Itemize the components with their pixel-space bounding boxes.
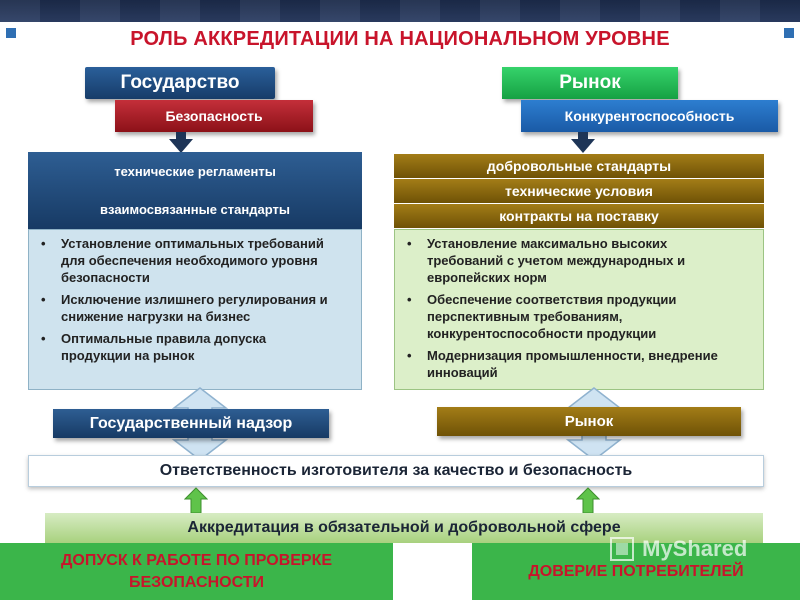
state-header: Государство (85, 67, 275, 99)
list-item: Установление максимально высоких требова… (395, 235, 763, 286)
left-bullet-panel: Установление оптимальных требований для … (28, 229, 362, 390)
right-bullet-panel: Установление максимально высоких требова… (394, 229, 764, 390)
standards-line: взаимосвязанные стандарты (100, 202, 290, 217)
watermark-text: MyShared (642, 536, 748, 562)
right-up-arrow-icon (576, 487, 600, 514)
supply-contracts-bar: контракты на поставку (394, 204, 764, 228)
left-up-arrow-icon (184, 487, 208, 514)
consumer-trust-box: ДОВЕРИЕ ПОТРЕБИТЕЛЕЙ (472, 543, 800, 600)
watermark: MyShared (608, 535, 778, 575)
regulations-box: технические регламенты взаимосвязанные с… (28, 152, 362, 229)
right-arrow-stem (578, 132, 588, 140)
manufacturer-responsibility-bar: Ответственность изготовителя за качество… (28, 455, 764, 487)
safety-label: Безопасность (115, 100, 313, 132)
market-header: Рынок (502, 67, 678, 99)
list-item: Оптимальные правила допуска продукции на… (29, 330, 361, 364)
right-down-arrow-icon (571, 139, 595, 153)
market-box: Рынок (437, 407, 741, 436)
corner-square-right (784, 28, 794, 38)
regulations-line: технические регламенты (114, 164, 276, 179)
accreditation-bar: Аккредитация в обязательной и добровольн… (45, 513, 763, 543)
list-item: Установление оптимальных требований для … (29, 235, 361, 286)
technical-conditions-bar: технические условия (394, 179, 764, 203)
competitiveness-label: Конкурентоспособность (521, 100, 778, 132)
left-arrow-stem (176, 132, 186, 140)
state-supervision-box: Государственный надзор (53, 409, 329, 438)
voluntary-standards-bar: добровольные стандарты (394, 154, 764, 178)
corner-square-left (6, 28, 16, 38)
safety-admission-text: ДОПУСК К РАБОТЕ ПО ПРОВЕРКЕ БЕЗОПАСНОСТИ (60, 551, 333, 591)
top-banner (0, 0, 800, 22)
left-down-arrow-icon (169, 139, 193, 153)
watermark-logo-icon (610, 537, 634, 562)
list-item: Обеспечение соответствия продукции персп… (395, 291, 763, 342)
list-item: Модернизация промышленности, внедрение и… (395, 347, 763, 381)
list-item: Исключение излишнего регулирования и сни… (29, 291, 361, 325)
safety-admission-box: ДОПУСК К РАБОТЕ ПО ПРОВЕРКЕ БЕЗОПАСНОСТИ (0, 543, 393, 600)
page-title: РОЛЬ АККРЕДИТАЦИИ НА НАЦИОНАЛЬНОМ УРОВНЕ (130, 28, 670, 50)
